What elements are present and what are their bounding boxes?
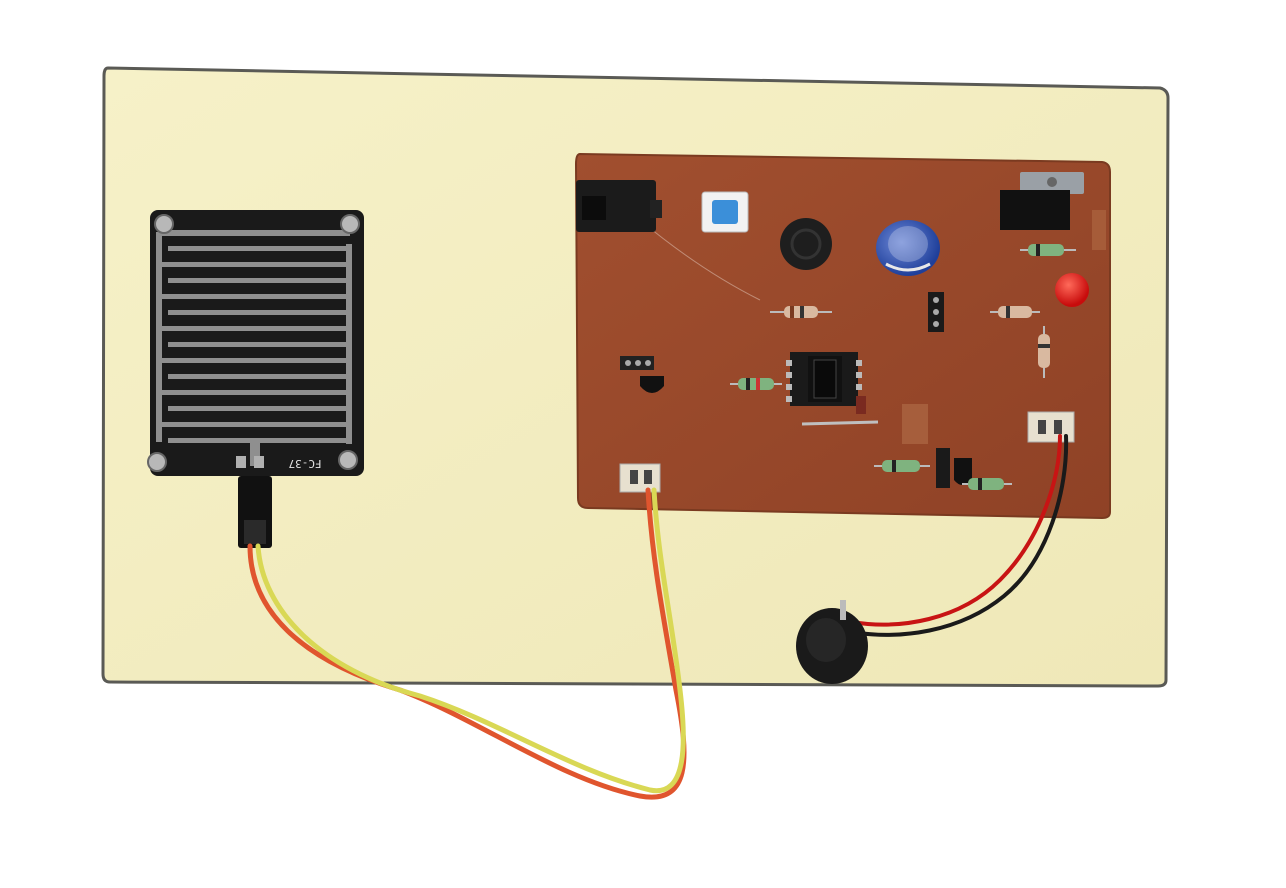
resistor-icon-6 xyxy=(874,460,930,472)
voltage-regulator-icon xyxy=(1000,172,1084,230)
resistor-icon xyxy=(770,306,832,318)
resistor-icon-5 xyxy=(1038,326,1050,378)
sensor-connector xyxy=(238,476,272,548)
resistor-icon-4 xyxy=(990,306,1040,318)
jumper-wire xyxy=(801,420,879,426)
resistor-icon-2 xyxy=(730,378,782,390)
buzzer-icon xyxy=(796,600,868,684)
header-pins xyxy=(928,292,944,332)
transistor-icon xyxy=(620,356,664,393)
transistor-icon-2 xyxy=(936,448,972,488)
dc-jack-icon xyxy=(576,180,662,232)
pcb-capacitor-small xyxy=(856,396,866,414)
round-socket-icon xyxy=(780,218,832,270)
sensor-wire xyxy=(247,487,687,800)
ic-chip-icon xyxy=(786,352,862,406)
electrolytic-capacitor-icon xyxy=(876,220,940,276)
sensor-header-connector xyxy=(619,463,661,493)
rain-sensor-plate-icon: FC-37 xyxy=(147,210,364,476)
push-button-icon xyxy=(701,191,749,233)
led-icon xyxy=(1055,273,1089,307)
buzzer-wire xyxy=(850,434,1069,637)
resistor-icon-3 xyxy=(1020,244,1076,256)
sensor-label: FC-37 xyxy=(288,457,321,470)
resistor-icon-7 xyxy=(962,478,1012,490)
pcb-board-icon xyxy=(574,152,1111,520)
